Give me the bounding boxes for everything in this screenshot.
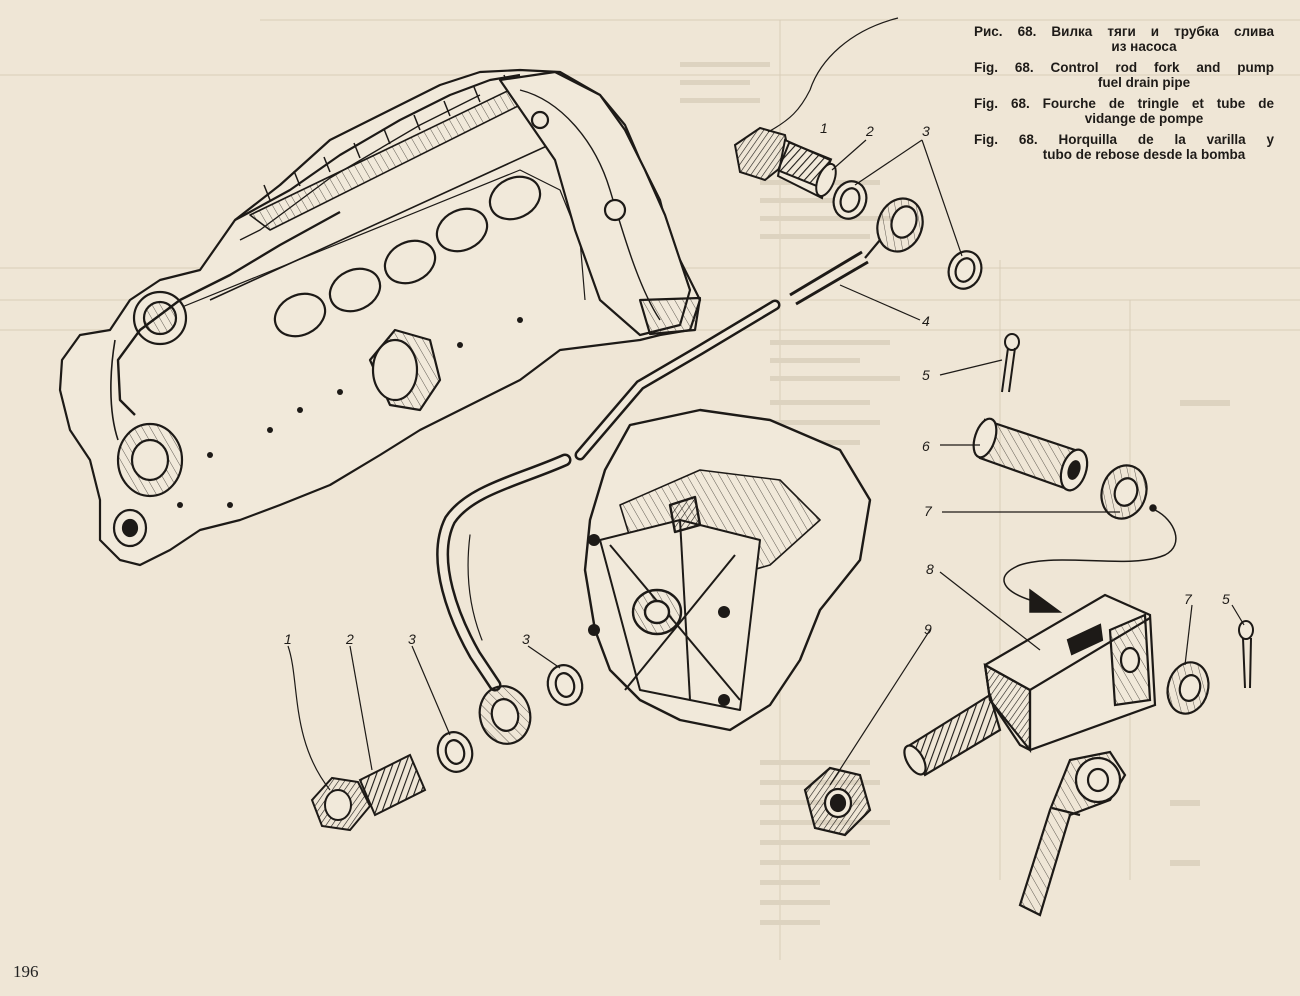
caption-russian-line2: из насоса: [1111, 39, 1177, 54]
callout-pin-5: 5: [922, 367, 930, 383]
washer-7: [1100, 464, 1148, 520]
drain-pipe: [436, 299, 781, 692]
pump-housing-drawing: [583, 408, 872, 732]
caption-french: Fig. 68. Fourche de tringle et tube de v…: [974, 96, 1274, 126]
caption-russian-line1: Рис. 68. Вилка тяги и трубка слива: [974, 24, 1274, 39]
callout-nut-9: 9: [924, 621, 932, 637]
banjo-bolt-bottom: [310, 753, 427, 832]
caption-english: Fig. 68. Control rod fork and pump fuel …: [974, 60, 1274, 90]
callout-sleeve-6: 6: [922, 438, 930, 454]
callout-washer-7: 7: [924, 503, 933, 519]
fork-8: [903, 593, 1157, 777]
caption-french-line1: Fig. 68. Fourche de tringle et tube de: [974, 96, 1274, 111]
callout-bottom-1: 1: [284, 631, 292, 647]
caption-english-line1: Fig. 68. Control rod fork and pump: [974, 60, 1274, 75]
callout-pin-5b: 5: [1222, 591, 1230, 607]
caption-french-line2: vidange de pompe: [1084, 111, 1204, 126]
caption-spanish-line2: tubo de rebose desde la bomba: [1042, 147, 1246, 162]
caption-english-line2: fuel drain pipe: [1097, 75, 1191, 90]
washer-bottom-a: [436, 731, 474, 773]
figure-caption: Рис. 68. Вилка тяги и трубка слива из на…: [974, 24, 1274, 168]
washer-bottom-b: [546, 664, 584, 706]
leader-lines: [287, 17, 1245, 791]
drain-pipe-banjo-bottom: [478, 685, 532, 745]
caption-spanish-line1: Fig. 68. Horquilla de la varilla y: [974, 132, 1274, 147]
callout-washer-7b: 7: [1184, 591, 1193, 607]
callout-bottom-2: 2: [345, 631, 354, 647]
washer-top-a: [832, 180, 868, 220]
callout-bottom-3b: 3: [522, 631, 530, 647]
nut-9: [803, 766, 872, 837]
callout-fork-8: 8: [926, 561, 934, 577]
caption-russian: Рис. 68. Вилка тяги и трубка слива из на…: [974, 24, 1274, 54]
caption-spanish: Fig. 68. Horquilla de la varilla y tubo …: [974, 132, 1274, 162]
page-number: 196: [13, 962, 39, 981]
assembly-arrow: [1003, 504, 1177, 613]
sleeve-6: [972, 417, 1089, 492]
cotter-pin-bottom: [1238, 620, 1254, 689]
banjo-bolt-top: [733, 126, 837, 200]
callout-pipe-4: 4: [922, 313, 930, 329]
callout-bottom-3: 3: [408, 631, 416, 647]
drain-pipe-banjo-top: [789, 197, 924, 306]
washer-top-b: [947, 250, 983, 290]
rod-end-eye: [1018, 750, 1127, 917]
engine-block-drawing: [58, 68, 702, 567]
callout-top-3: 3: [922, 123, 930, 139]
callout-top-1: 1: [820, 120, 828, 136]
cotter-pin-top: [1001, 333, 1020, 393]
callout-labels: 1 2 3 4 5 6 7 8 9 7 5 1 2 3 3: [284, 120, 1230, 647]
callout-top-2: 2: [865, 123, 874, 139]
washer-7b: [1166, 661, 1210, 715]
